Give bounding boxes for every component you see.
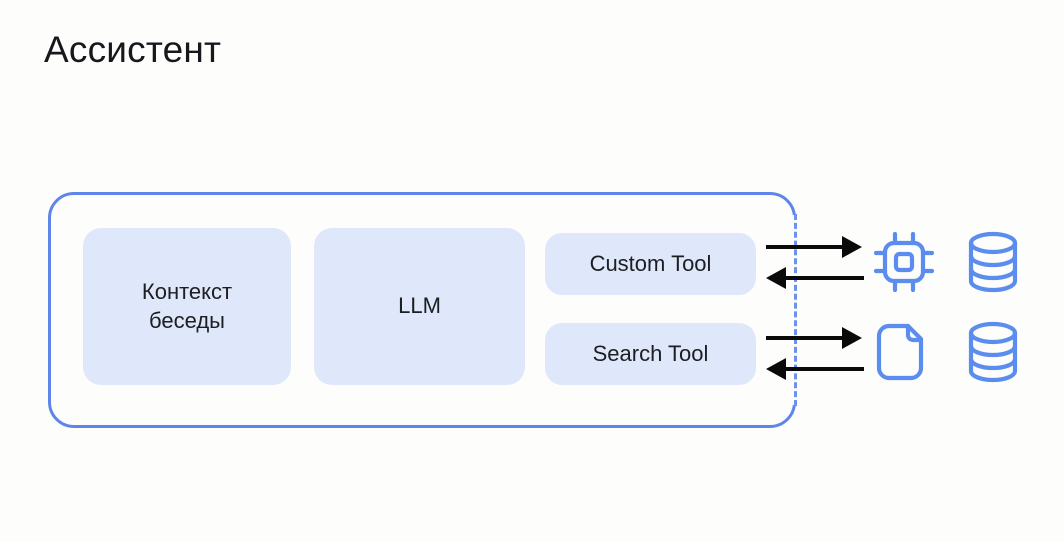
block-custom-tool[interactable]: Custom Tool (545, 233, 756, 295)
cpu-chip-icon (870, 228, 938, 296)
context-label-line-1: Контекст (141, 279, 233, 305)
arrow-head-left-chip (766, 267, 786, 289)
database-icon (962, 228, 1024, 296)
page-title: Ассистент (44, 29, 222, 70)
block-conversation-context[interactable]: Контекст беседы (83, 228, 291, 385)
arrow-head-right-chip (842, 236, 862, 258)
document-icon (870, 318, 938, 386)
block-search-tool[interactable]: Search Tool (545, 323, 756, 385)
block-custom-tool-label: Custom Tool (589, 250, 712, 276)
database-icon (962, 318, 1024, 386)
boundary-right-dashed-edge (794, 214, 797, 406)
block-conversation-context-label: Контекст беседы (142, 278, 232, 334)
block-search-tool-label: Search Tool (592, 340, 709, 366)
arrow-head-right-document (842, 327, 862, 349)
arrow-search-tool-to-document (766, 336, 844, 340)
block-llm-label: LLM (398, 293, 441, 319)
arrow-custom-tool-to-chip (766, 245, 844, 249)
arrow-head-left-document (766, 358, 786, 380)
boundary-right-edge-mask (793, 215, 801, 405)
arrow-chip-to-custom-tool (786, 276, 864, 280)
arrow-document-to-search-tool (786, 367, 864, 371)
context-label-line-2: беседы (149, 307, 225, 333)
block-llm[interactable]: LLM (314, 228, 525, 385)
